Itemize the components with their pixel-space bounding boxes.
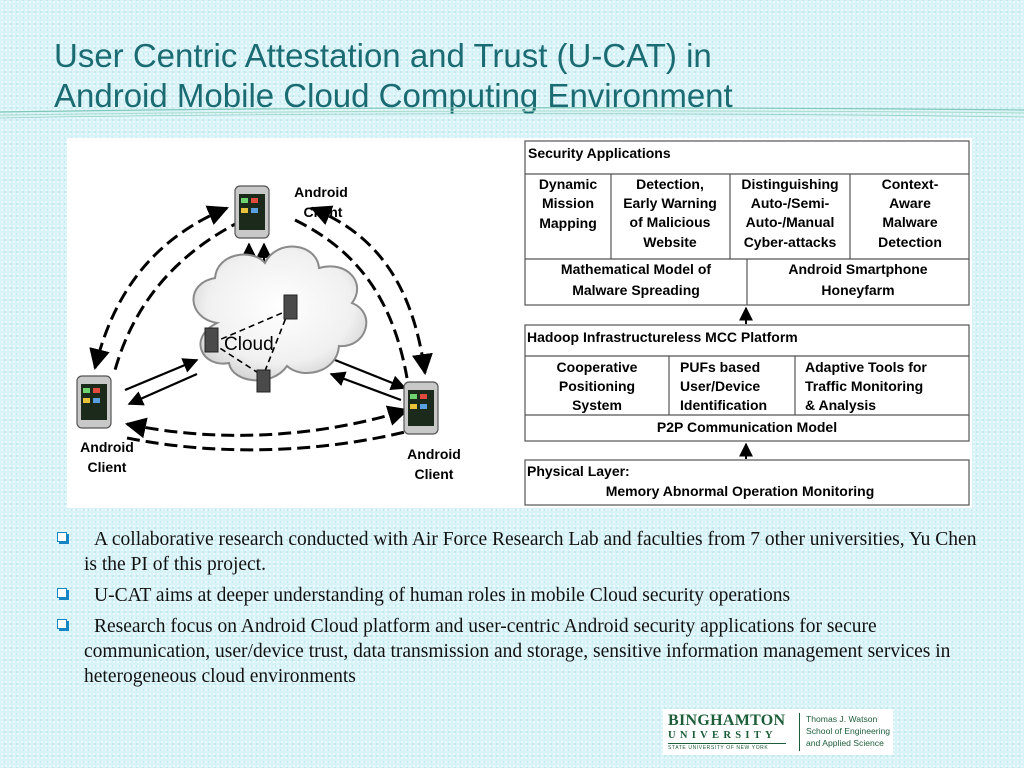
title-decorative-rule xyxy=(0,107,1024,119)
sec-cell-1-line2: Mission xyxy=(542,195,594,211)
hadoop-cell-3-line1: Adaptive Tools for xyxy=(805,359,927,375)
logo-divider xyxy=(799,713,800,751)
bullet-item: Research focus on Android Cloud platform… xyxy=(56,614,991,689)
sec-cell-4-line3: Malware xyxy=(882,214,937,230)
cloud-shape: Cloud xyxy=(192,245,368,393)
sec-cell-3-line4: Cyber-attacks xyxy=(744,234,837,250)
slide-title: User Centric Attestation and Trust (U-CA… xyxy=(54,36,994,116)
sec-cell-1-line3: Mapping xyxy=(539,215,597,231)
hadoop-cell-2-line1: PUFs based xyxy=(680,359,760,375)
slide-title-line-1: User Centric Attestation and Trust (U-CA… xyxy=(54,37,712,74)
sec-cell-4-line1: Context- xyxy=(882,176,939,192)
security-apps-header: Security Applications xyxy=(528,145,671,161)
security-applications-block: Security Applications Dynamic Mission Ma… xyxy=(524,140,970,306)
hadoop-cell-1-line3: System xyxy=(572,397,622,413)
logo-state-line: STATE UNIVERSITY OF NEW YORK xyxy=(668,743,786,753)
sec-cell-2-line3: of Malicious xyxy=(630,214,711,230)
sec-bottom-right-line2: Honeyfarm xyxy=(821,282,894,298)
sec-bottom-left-line2: Malware Spreading xyxy=(572,282,700,298)
logo-school-line2: School of Engineering xyxy=(806,726,891,736)
sec-bottom-left-line1: Mathematical Model of xyxy=(561,261,711,277)
hadoop-cell-2-line2: User/Device xyxy=(680,378,760,394)
sec-cell-3-line1: Distinguishing xyxy=(741,176,838,192)
sec-cell-2-line4: Website xyxy=(643,234,697,250)
bullet-square-icon xyxy=(57,532,67,542)
figure-canvas: Cloud xyxy=(76,140,970,506)
binghamton-logo: BINGHAMTON UNIVERSITY STATE UNIVERSITY O… xyxy=(663,709,893,755)
sec-cell-4-line4: Detection xyxy=(878,234,942,250)
hadoop-platform-block: Hadoop Infrastructureless MCC Platform C… xyxy=(524,324,970,442)
cloud-label: Cloud xyxy=(224,334,274,355)
client-right-label-line2: Client xyxy=(415,466,454,482)
p2p-links xyxy=(89,205,433,452)
sec-cell-1-line1: Dynamic xyxy=(539,176,598,192)
architecture-stack: Security Applications Dynamic Mission Ma… xyxy=(524,140,970,506)
android-phone-icon xyxy=(234,185,270,239)
hadoop-cell-3-line3: & Analysis xyxy=(805,397,876,413)
hadoop-cell-2-line3: Identification xyxy=(680,397,767,413)
hadoop-cell-1-line2: Positioning xyxy=(559,378,635,394)
client-right-label-line1: Android xyxy=(407,446,461,462)
logo-school-line3: and Applied Science xyxy=(806,738,884,748)
bullet-square-icon xyxy=(57,588,67,598)
hadoop-cell-3-line2: Traffic Monitoring xyxy=(805,378,923,394)
android-phone-icon xyxy=(76,375,112,429)
physical-layer-line1: Physical Layer: xyxy=(527,463,630,479)
bullet-square-icon xyxy=(57,619,67,629)
physical-layer-block: Physical Layer: Memory Abnormal Operatio… xyxy=(524,459,970,506)
client-top-label-line1: Android xyxy=(294,184,348,200)
logo-university: UNIVERSITY xyxy=(668,730,777,741)
network-diagram: Cloud xyxy=(76,184,461,482)
client-left-label-line1: Android xyxy=(80,439,134,455)
sec-cell-2-line1: Detection, xyxy=(636,176,704,192)
sec-bottom-right-line1: Android Smartphone xyxy=(788,261,927,277)
bullet-list: A collaborative research conducted with … xyxy=(56,527,991,695)
bullet-text: A collaborative research conducted with … xyxy=(84,529,977,575)
sec-cell-4-line2: Aware xyxy=(889,195,931,211)
sec-cell-2-line2: Early Warning xyxy=(623,195,717,211)
bullet-item: A collaborative research conducted with … xyxy=(56,527,991,577)
logo-wordmark: BINGHAMTON UNIVERSITY STATE UNIVERSITY O… xyxy=(663,709,793,755)
server-icon xyxy=(256,369,271,393)
logo-name: BINGHAMTON xyxy=(668,712,786,729)
logo-school-line1: Thomas J. Watson xyxy=(806,714,878,724)
bullet-text: Research focus on Android Cloud platform… xyxy=(84,616,951,687)
server-icon xyxy=(283,294,298,320)
sec-cell-3-line3: Auto-/Manual xyxy=(746,214,835,230)
sec-cell-3-line2: Auto-/Semi- xyxy=(751,195,830,211)
hadoop-cell-1-line1: Cooperative xyxy=(557,359,638,375)
logo-school: Thomas J. Watson School of Engineering a… xyxy=(806,709,890,755)
server-icon xyxy=(204,327,219,353)
physical-layer-line2: Memory Abnormal Operation Monitoring xyxy=(606,483,875,499)
bullet-item: U-CAT aims at deeper understanding of hu… xyxy=(56,583,991,608)
bullet-text: U-CAT aims at deeper understanding of hu… xyxy=(94,585,791,606)
p2p-model-label: P2P Communication Model xyxy=(657,419,837,435)
client-top-label-line2: Client xyxy=(304,204,343,220)
android-phone-icon xyxy=(403,381,439,435)
client-left-label-line2: Client xyxy=(88,459,127,475)
architecture-figure: Cloud xyxy=(67,138,972,508)
hadoop-header: Hadoop Infrastructureless MCC Platform xyxy=(527,329,798,345)
